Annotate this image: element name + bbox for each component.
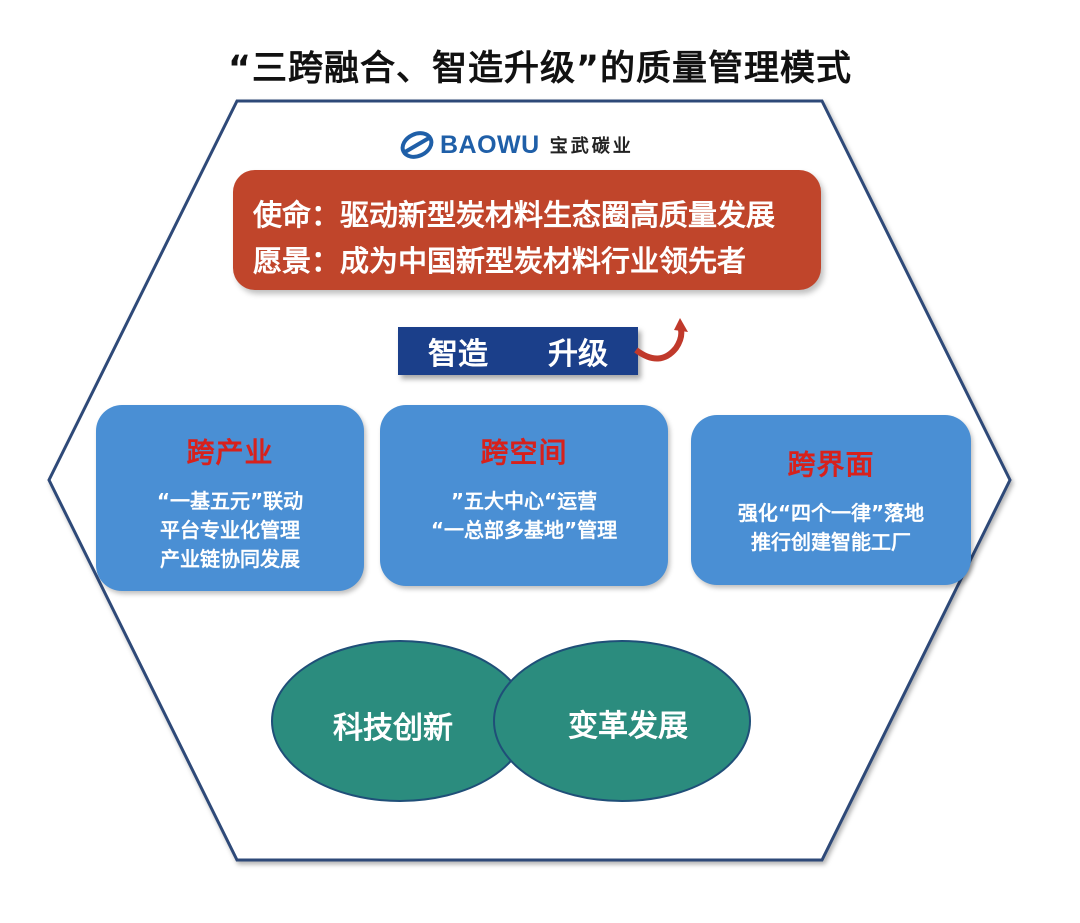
upgrade-left-label: 智造 [428,337,488,372]
curved-arrow-icon [634,318,688,362]
mission-vision-box: 使命：驱动新型炭材料生态圈高质量发展 愿景：成为中国新型炭材料行业领先者 [233,170,821,290]
mission-line: 使命：驱动新型炭材料生态圈高质量发展 [253,198,776,232]
card-line: “一基五元”联动 [156,489,304,513]
card-line: 平台专业化管理 [160,518,300,542]
card-line: 强化“四个一律”落地 [737,501,925,525]
baowu-logo-icon [400,131,434,159]
card-title: 跨空间 [480,436,568,469]
card-cross-industry: 跨产业 “一基五元”联动 平台专业化管理 产业链协同发展 [96,405,364,591]
card-line: 产业链协同发展 [160,547,300,571]
page-title: “三跨融合、智造升级”的质量管理模式 [227,49,852,89]
ellipse-innovation-label: 科技创新 [333,711,453,746]
card-cross-space: 跨空间 ”五大中心“运营 “一总部多基地”管理 [380,405,668,586]
ellipse-reform [493,640,751,802]
upgrade-right-label: 升级 [548,337,608,372]
card-title: 跨产业 [186,436,274,469]
card-cross-interface: 跨界面 强化“四个一律”落地 推行创建智能工厂 [691,415,971,585]
logo: BAOWU 宝武碳业 [400,128,634,162]
card-title: 跨界面 [787,448,875,481]
card-line: “一总部多基地”管理 [430,518,618,542]
upgrade-box: 智造 升级 [398,327,638,375]
vision-line: 愿景：成为中国新型炭材料行业领先者 [253,244,747,278]
logo-brand: BAOWU [440,130,540,159]
card-line: ”五大中心“运营 [450,489,598,513]
ellipse-reform-label: 变革发展 [568,709,688,744]
logo-name: 宝武碳业 [549,136,634,157]
card-line: 推行创建智能工厂 [751,530,911,554]
